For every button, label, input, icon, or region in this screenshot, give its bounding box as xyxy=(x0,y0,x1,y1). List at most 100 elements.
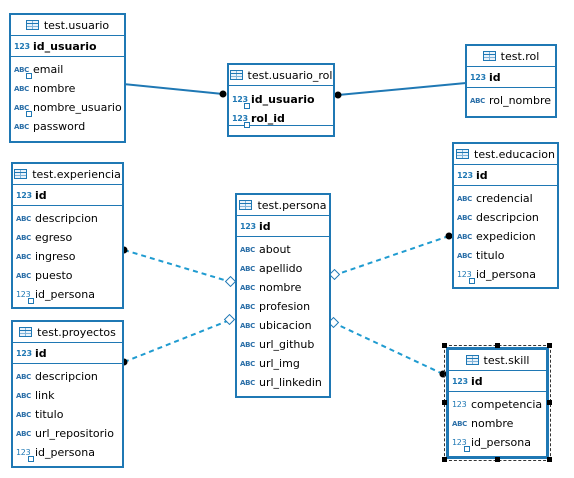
entity-title: test.experiencia xyxy=(32,167,121,181)
text-type-icon: ABC xyxy=(457,194,472,203)
text-type-icon: ABC xyxy=(452,419,467,428)
entity-header[interactable]: test.experiencia xyxy=(13,164,122,185)
table-icon xyxy=(14,169,28,179)
text-type-icon: ABC xyxy=(240,302,255,311)
text-type-icon: ABC xyxy=(457,232,472,241)
numeric-type-icon: 123 xyxy=(452,400,467,409)
selection-handle[interactable] xyxy=(547,343,552,348)
entity-header[interactable]: test.persona xyxy=(237,195,329,216)
link-proyectos-persona[interactable] xyxy=(123,319,231,363)
foreign-key-icon: 123 xyxy=(457,270,475,284)
pk-name: id xyxy=(476,168,488,182)
text-type-icon: ABC xyxy=(470,96,485,105)
selection-handle[interactable] xyxy=(547,457,552,462)
pk-row[interactable]: 123 id xyxy=(13,343,122,364)
pk-name: id xyxy=(471,374,483,388)
pk-name: id xyxy=(35,346,47,360)
numeric-key-icon: 123 xyxy=(16,348,32,358)
selection-handle[interactable] xyxy=(442,400,447,405)
link-rol-usuario-rol[interactable] xyxy=(337,82,467,96)
pk-name: id xyxy=(489,70,501,84)
text-type-icon: ABC xyxy=(240,321,255,330)
table-icon xyxy=(456,149,470,159)
pk-row[interactable]: 123 id xyxy=(13,185,122,206)
selection-handle[interactable] xyxy=(495,343,500,348)
entity-title: test.usuario_rol xyxy=(247,68,333,82)
link-end-dot xyxy=(334,91,342,99)
text-type-icon: ABC xyxy=(240,378,255,387)
selection-handle[interactable] xyxy=(442,457,447,462)
link-skill-persona[interactable] xyxy=(333,322,444,375)
link-experiencia-persona[interactable] xyxy=(123,249,232,283)
selection-handle[interactable] xyxy=(547,400,552,405)
text-type-icon: ABC xyxy=(16,429,31,438)
pk-row[interactable]: 123 id xyxy=(467,67,555,88)
entity-header[interactable]: test.usuario xyxy=(11,15,124,36)
text-type-icon: ABC xyxy=(16,372,31,381)
pk-row[interactable]: 123 id xyxy=(449,371,546,392)
pk-row[interactable]: 123 id xyxy=(454,165,557,186)
entity-title: test.educacion xyxy=(474,147,555,161)
text-type-icon: ABC xyxy=(16,252,31,261)
pk-row[interactable]: 123 id_usuario xyxy=(11,36,124,57)
entity-header[interactable]: test.skill xyxy=(449,350,546,371)
selection-handle[interactable] xyxy=(495,457,500,462)
entity-header[interactable]: test.usuario_rol xyxy=(229,65,333,86)
pk-row[interactable]: 123 id xyxy=(237,216,329,237)
entity-header[interactable]: test.proyectos xyxy=(13,322,122,343)
entity-header[interactable]: test.educacion xyxy=(454,144,557,165)
selection-handle[interactable] xyxy=(442,343,447,348)
entity-header[interactable]: test.rol xyxy=(467,46,555,67)
numeric-key-icon: 123 xyxy=(232,95,250,109)
link-end-diamond xyxy=(223,313,236,326)
entity-title: test.rol xyxy=(500,49,540,63)
link-end-diamond xyxy=(224,275,237,288)
link-educacion-persona[interactable] xyxy=(334,235,450,276)
text-type-icon: ABC xyxy=(240,283,255,292)
link-usuario-usuario-rol[interactable] xyxy=(122,83,224,95)
pk-name: id xyxy=(259,219,271,233)
foreign-key-icon: 123 xyxy=(16,290,34,304)
